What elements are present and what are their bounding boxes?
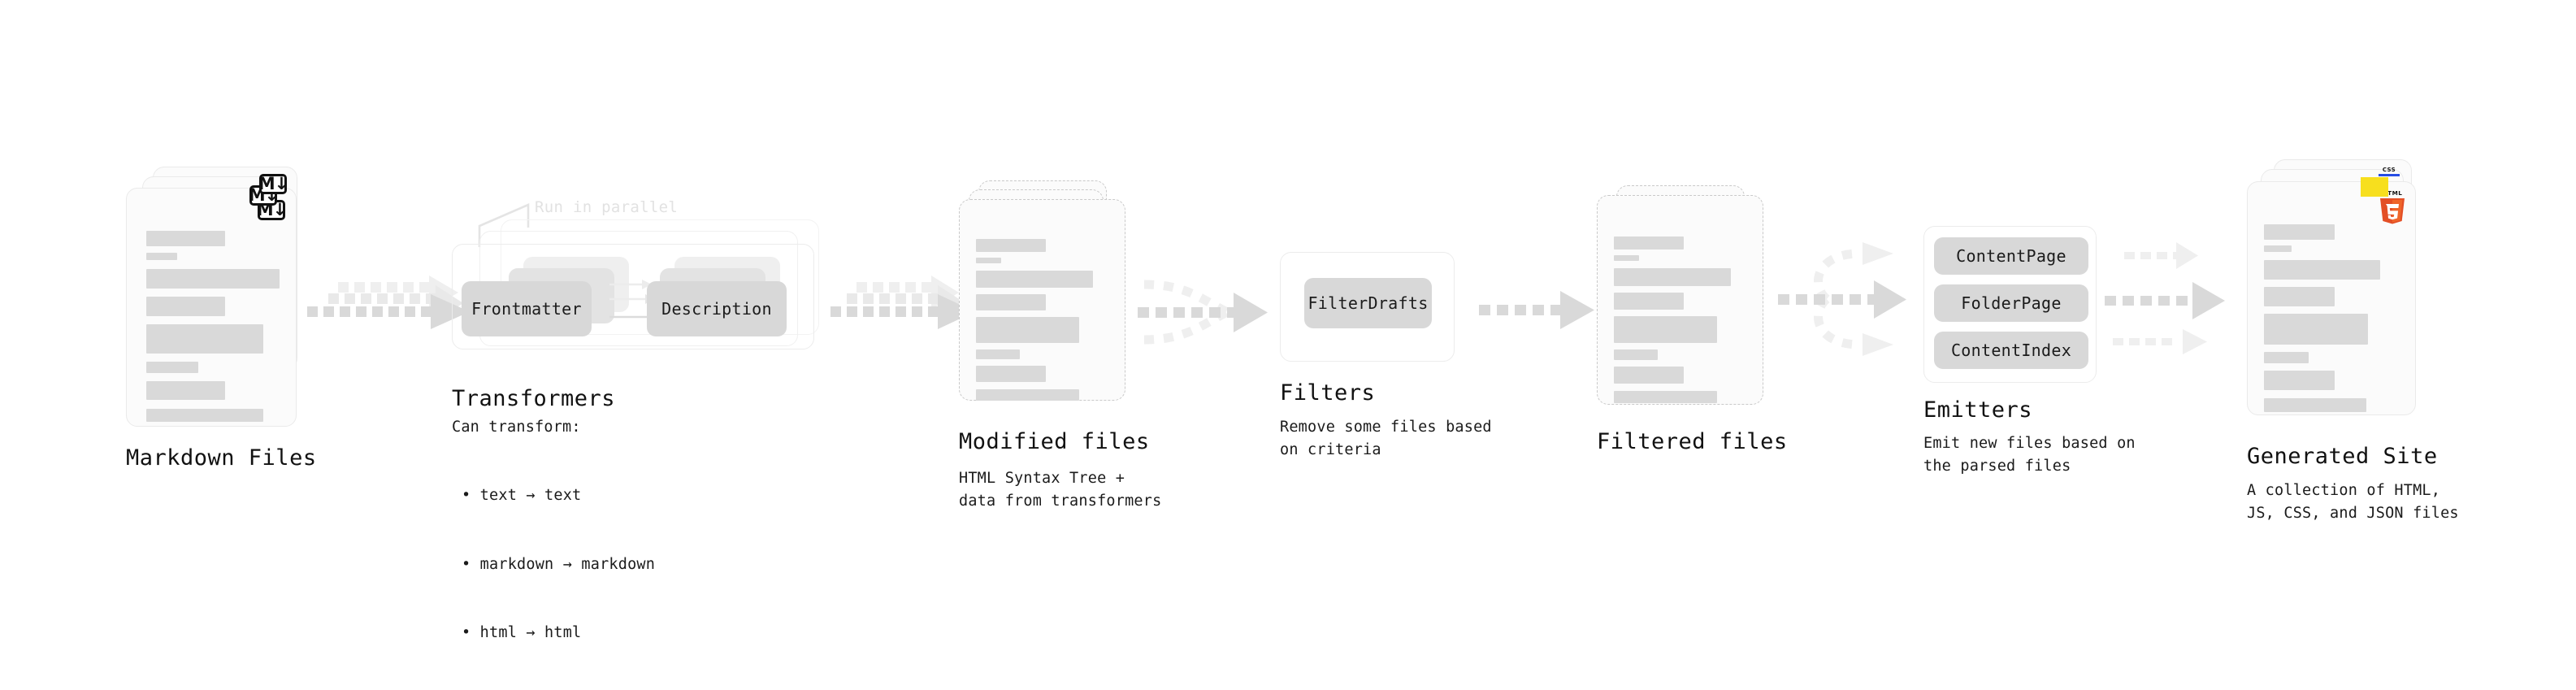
content-line bbox=[146, 253, 177, 260]
content-line bbox=[976, 366, 1046, 382]
emitter-chip-folderpage[interactable]: FolderPage bbox=[1934, 284, 2088, 322]
content-line bbox=[976, 239, 1046, 252]
content-line bbox=[1614, 237, 1684, 250]
content-line bbox=[146, 409, 264, 422]
arrow-transformers-to-modified bbox=[830, 276, 975, 329]
filtered-file-front bbox=[1597, 195, 1763, 405]
content-line bbox=[146, 297, 225, 316]
content-line bbox=[976, 258, 1002, 263]
markdown-file-content bbox=[146, 231, 280, 422]
js-icon bbox=[2361, 177, 2388, 197]
filtered-files-stack bbox=[1597, 185, 1784, 421]
filtered-file-content bbox=[1614, 237, 1748, 403]
modified-files-description: HTML Syntax Tree + data from transformer… bbox=[959, 470, 1162, 510]
content-line bbox=[2264, 224, 2335, 240]
emitters-title: Emitters bbox=[1923, 397, 2033, 423]
content-line bbox=[976, 271, 1093, 288]
content-line bbox=[2264, 371, 2335, 390]
content-line bbox=[1614, 255, 1640, 261]
arrow-emitters-to-site bbox=[2105, 242, 2225, 354]
site-file-content bbox=[2264, 224, 2400, 412]
markdown-icon-back: M↓ bbox=[258, 174, 288, 194]
content-line bbox=[146, 362, 198, 373]
filters-title: Filters bbox=[1280, 380, 1376, 406]
content-line bbox=[1614, 316, 1718, 343]
transformers-can-transform-heading: Can transform: bbox=[452, 419, 581, 436]
svg-text:CSS: CSS bbox=[2383, 167, 2396, 173]
filter-chip-filterdrafts[interactable]: FilterDrafts bbox=[1304, 278, 1432, 328]
markdown-files-stack: M↓ M↓ M↓ bbox=[126, 167, 313, 427]
content-line bbox=[2264, 260, 2380, 280]
content-line bbox=[1614, 349, 1659, 360]
transformer-chip-description[interactable]: Description bbox=[647, 281, 787, 336]
run-in-parallel-label: Run in parallel bbox=[535, 198, 679, 216]
content-line bbox=[2264, 352, 2309, 363]
emitters-group: ContentPage FolderPage ContentIndex bbox=[1923, 226, 2097, 383]
markdown-icon-middle: M↓ bbox=[248, 185, 279, 206]
modified-file-front bbox=[959, 199, 1125, 401]
transform-list-item: • text → text bbox=[462, 487, 582, 505]
svg-text:HTML: HTML bbox=[2383, 189, 2403, 197]
arrow-modified-to-filters bbox=[1138, 280, 1268, 345]
emitters-box bbox=[1923, 226, 2097, 383]
site-file-html: HTML bbox=[2247, 181, 2416, 415]
content-line bbox=[2264, 398, 2366, 412]
markdown-file-front: M↓ bbox=[126, 188, 297, 427]
transformers-group: Frontmatter Description bbox=[445, 219, 827, 366]
html5-icon: HTML bbox=[2380, 189, 2405, 224]
arrow-filtered-to-emitters bbox=[1778, 242, 1906, 356]
content-line bbox=[2264, 287, 2335, 306]
content-line bbox=[146, 269, 280, 289]
generated-site-title: Generated Site bbox=[2247, 444, 2438, 469]
transformer-chip-frontmatter[interactable]: Frontmatter bbox=[462, 281, 592, 336]
content-line bbox=[2264, 314, 2368, 345]
content-line bbox=[146, 381, 225, 400]
filters-description: Remove some files based on criteria bbox=[1280, 419, 1492, 459]
modified-files-title: Modified files bbox=[959, 429, 1150, 454]
transform-list-item: • html → html bbox=[462, 623, 582, 641]
content-line bbox=[1614, 367, 1684, 384]
transformers-transform-list: • text → text • markdown → markdown • ht… bbox=[462, 439, 655, 690]
content-line bbox=[976, 389, 1080, 401]
content-line bbox=[976, 317, 1080, 343]
emitter-chip-contentindex[interactable]: ContentIndex bbox=[1934, 332, 2088, 369]
modified-file-content bbox=[976, 239, 1110, 401]
generated-site-stack: HTML CSS bbox=[2247, 159, 2450, 427]
content-line bbox=[1614, 293, 1684, 310]
content-line bbox=[1614, 391, 1718, 403]
generated-site-description: A collection of HTML, JS, CSS, and JSON … bbox=[2247, 482, 2459, 523]
arrow-markdown-to-transformers bbox=[307, 276, 470, 329]
css3-icon: CSS bbox=[2379, 167, 2400, 176]
transform-list-item: • markdown → markdown bbox=[462, 555, 656, 573]
transformers-title: Transformers bbox=[452, 386, 616, 411]
content-line bbox=[146, 231, 225, 246]
modified-files-stack bbox=[959, 180, 1146, 416]
content-line bbox=[146, 324, 264, 354]
filters-group: FilterDrafts bbox=[1280, 252, 1455, 362]
emitters-description: Emit new files based on the parsed files bbox=[1923, 435, 2136, 475]
emitter-chip-contentpage[interactable]: ContentPage bbox=[1934, 237, 2088, 275]
content-line bbox=[976, 294, 1046, 310]
content-line bbox=[2264, 245, 2292, 252]
content-line bbox=[976, 349, 1021, 359]
filtered-files-title: Filtered files bbox=[1597, 429, 1788, 454]
run-in-parallel-bracket bbox=[478, 203, 530, 247]
markdown-files-title: Markdown Files bbox=[126, 445, 317, 471]
transformers-box-front bbox=[452, 244, 814, 349]
arrow-filters-to-filtered bbox=[1479, 291, 1594, 329]
filters-box bbox=[1280, 252, 1455, 362]
content-line bbox=[1614, 268, 1731, 286]
